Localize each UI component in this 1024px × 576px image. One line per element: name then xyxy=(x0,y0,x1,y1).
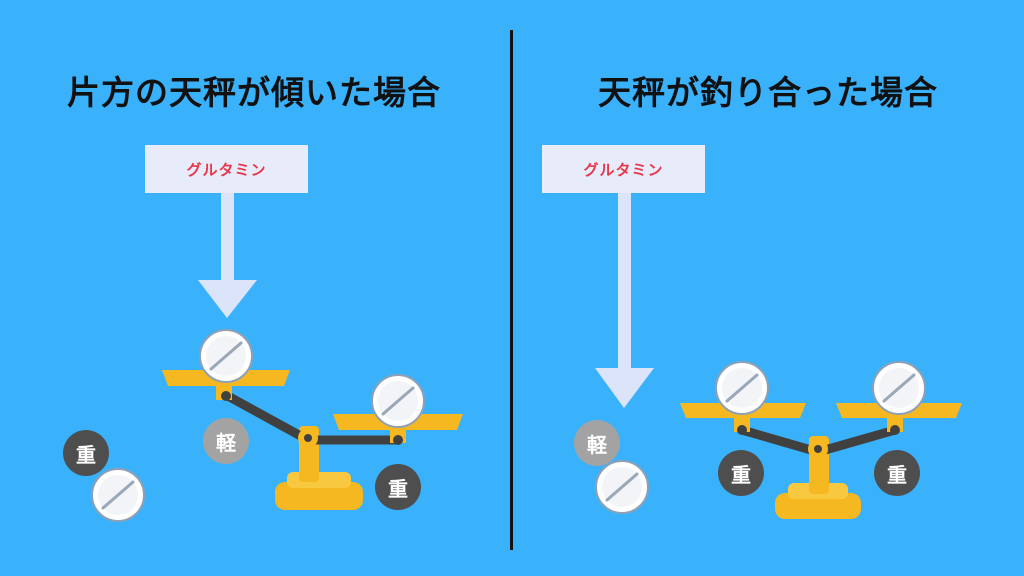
right-panel-left-pan-badge: 重 xyxy=(718,450,764,496)
panel-divider xyxy=(510,30,513,550)
right-arrow xyxy=(595,193,654,408)
left-panel-title: 片方の天秤が傾いた場合 xyxy=(67,73,441,112)
loose-pill xyxy=(594,459,650,515)
left-scale-beam-left xyxy=(221,390,313,445)
right-loose-weight-badge: 軽 xyxy=(574,420,620,466)
right-pan-pill xyxy=(370,373,426,429)
left-pan-pill xyxy=(714,360,770,416)
right-glutamine-label: グルタミン xyxy=(542,145,705,193)
left-arrow xyxy=(198,193,257,318)
left-glutamine-label: グルタミン xyxy=(145,145,308,193)
right-pan-pill xyxy=(871,360,927,416)
right-scale xyxy=(594,360,962,519)
right-pan-weight-badge: 重 xyxy=(375,464,421,510)
left-scale-base-bottom xyxy=(275,482,363,510)
left-pan-weight-badge: 軽 xyxy=(203,418,249,464)
left-pan-pill xyxy=(198,328,254,384)
left-scale xyxy=(90,328,463,523)
loose-pill xyxy=(90,467,146,523)
right-panel-title: 天秤が釣り合った場合 xyxy=(598,73,938,112)
right-panel-right-pan-badge: 重 xyxy=(874,450,920,496)
right-scale-base-bottom xyxy=(775,493,861,519)
left-loose-weight-badge: 重 xyxy=(63,430,109,476)
